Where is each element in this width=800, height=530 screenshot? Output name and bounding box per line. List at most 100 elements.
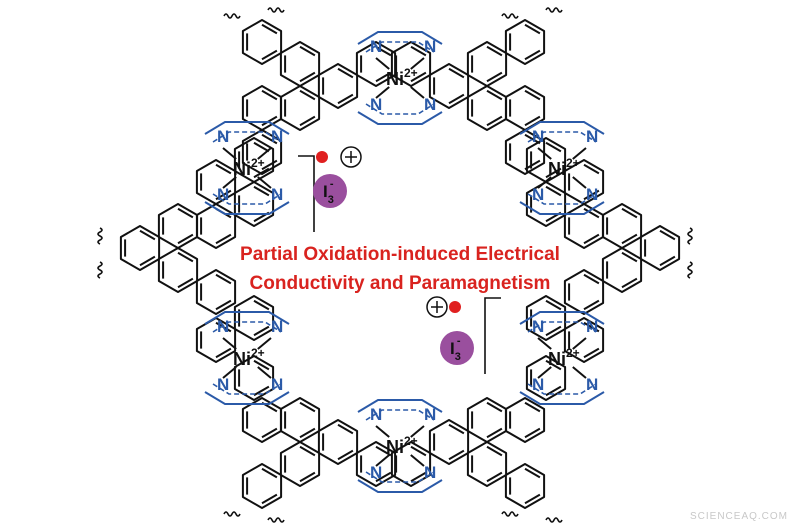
benzene-ring [241,129,283,175]
triiodide-subscript: 3 [455,351,461,363]
double-bond-line [524,159,541,171]
benzene-ring [195,317,237,363]
double-bond-line [486,89,503,101]
nickel-charge-label: 2+ [251,346,265,360]
double-bond-line [545,185,562,197]
double-bond-line [583,347,600,359]
ni-n-coordination-bond [537,366,552,379]
double-bond-line [177,277,194,289]
ni-n-coordination-bond [537,176,552,189]
nitrogen-label: N [271,127,283,146]
triiodide-charge: - [457,335,461,347]
figure-title-line-2: Conductivity and Paramagnetism [249,273,551,294]
double-bond-line [621,233,638,245]
wavy-bond-mark [223,511,241,517]
double-bond-line [545,141,562,153]
double-bond-line [524,23,541,35]
wavy-bond-mark [545,7,563,13]
benzene-ring [279,41,321,87]
benzene-ring [504,129,546,175]
double-bond-line [583,299,600,311]
double-bond-line [659,255,676,267]
benzene-ring [233,137,275,183]
ni-n-coordination-bond [410,86,425,99]
double-bond-line [261,115,278,127]
benzene-ring [563,317,605,363]
nickel-charge-label: 2+ [404,434,418,448]
wavy-bond-mark [687,227,693,245]
macrocycle-dash-top [212,321,282,333]
ni-n-coordination-bond [410,57,425,70]
nitrogen-label: N [586,127,598,146]
double-bond-line [337,93,354,105]
ni-n-coordination-bond [375,425,390,438]
benzene-ring [466,85,508,131]
benzene-ring [601,247,643,293]
benzene-ring [466,41,508,87]
radical-dot [449,301,461,313]
double-bond-line [448,449,465,461]
ni-n-coordination-bond [222,147,237,160]
double-bond-line [261,427,278,439]
double-bond-line [486,401,503,413]
nitrogen-label: N [217,375,229,394]
nitrogen-label: N [532,185,544,204]
double-bond-line [524,89,541,101]
benzene-ring [504,19,546,65]
nickel-charge-label: 2+ [251,156,265,170]
double-bond-line [448,67,465,79]
double-bond-line [253,359,270,371]
benzene-ring [601,203,643,249]
benzene-ring [563,159,605,205]
macrocycle-arc-top [357,399,443,413]
double-bond-line [299,445,316,457]
benzene-ring [157,203,199,249]
nitrogen-label: N [586,185,598,204]
double-bond-line [524,427,541,439]
double-bond-line [177,251,194,263]
double-bond-line [448,93,465,105]
benzene-ring [355,441,397,487]
double-bond-line [375,45,392,57]
benzene-ring [241,85,283,131]
double-bond-line [299,115,316,127]
double-bond-line [410,445,427,457]
double-bond-line [215,233,232,245]
benzene-ring [195,203,237,249]
double-bond-line [545,385,562,397]
double-bond-line [299,427,316,439]
double-bond-line [261,23,278,35]
benzene-ring [563,203,605,249]
nitrogen-label: N [586,317,598,336]
charge-carriers: I3-I3- [298,146,501,374]
nitrogen-label: N [370,405,382,424]
macrocycle-dash-top [365,41,435,53]
nitrogen-label: N [217,127,229,146]
double-bond-line [545,359,562,371]
double-bond-line [659,229,676,241]
nitrogen-label: N [532,317,544,336]
macrocycle-arc-top [204,121,290,135]
macrocycle-dash-bottom [527,193,597,205]
ni-n-coordination-bond [410,454,425,467]
ni-n-coordination-bond [537,147,552,160]
double-bond-line [253,185,270,197]
nickel-charge-label: 2+ [566,346,580,360]
double-bond-line [486,427,503,439]
figure-title-line-1: Partial Oxidation-induced Electrical [240,244,560,265]
wavy-bond-mark [97,227,103,245]
nickel-ion-label: Ni2+ [233,346,265,369]
wavy-bond-mark [267,517,285,523]
double-bond-line [486,471,503,483]
benzene-ring [317,419,359,465]
ni-n-coordination-bond [537,337,552,350]
macrocycle-arc-top [519,311,605,325]
nitrogen-label: N [370,37,382,56]
double-bond-line [524,493,541,505]
benzene-ring [195,269,237,315]
double-bond-line [486,71,503,83]
